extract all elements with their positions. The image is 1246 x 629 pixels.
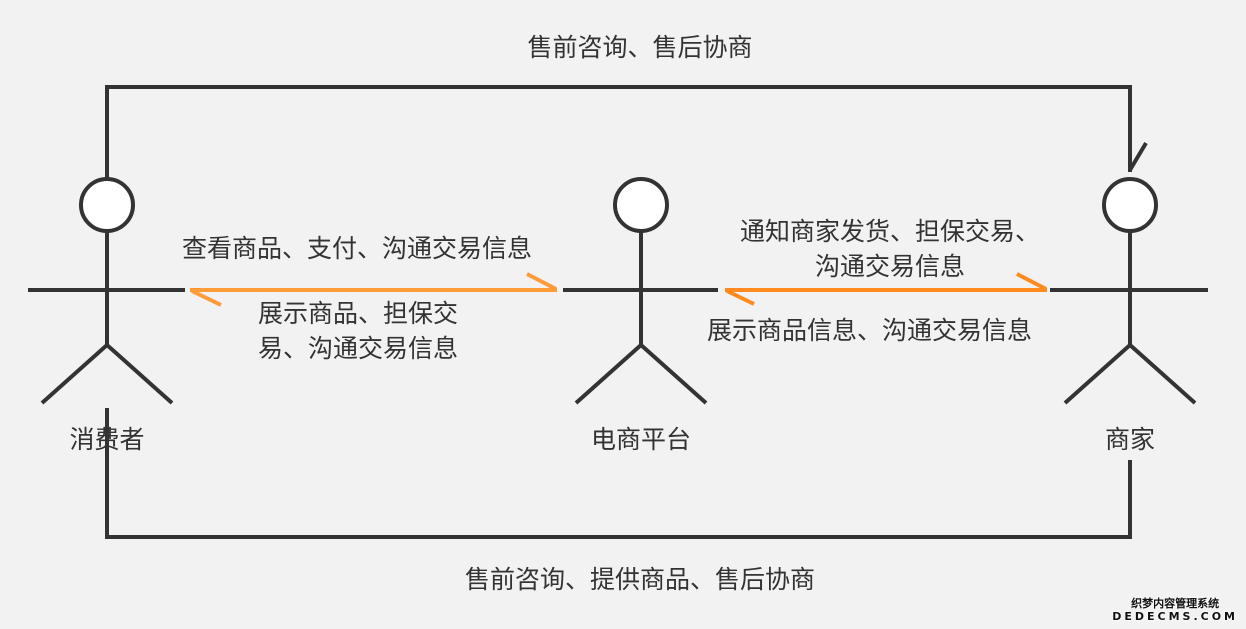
actor-head bbox=[613, 177, 669, 233]
actor-head bbox=[79, 177, 135, 233]
bottom-relation-line bbox=[105, 408, 1132, 539]
left-upper-label: 查看商品、支付、沟通交易信息 bbox=[182, 234, 533, 263]
actor-head bbox=[1102, 177, 1158, 233]
left-lower-label-line2: 易、沟通交易信息 bbox=[258, 334, 459, 363]
watermark-line2: DEDECMS.COM bbox=[1112, 610, 1238, 623]
actor-merchant-label: 商家 bbox=[1104, 425, 1155, 454]
watermark-line1: 织梦内容管理系统 bbox=[1131, 597, 1220, 610]
actor-consumer-label: 消费者 bbox=[69, 425, 145, 454]
top-relation-tick bbox=[1128, 141, 1148, 172]
top-relation-line bbox=[105, 85, 1132, 178]
top-relation-label: 售前咨询、售后协商 bbox=[527, 33, 753, 62]
right-bidirectional-arrow bbox=[725, 272, 1047, 306]
relation-lines bbox=[105, 85, 1148, 539]
actor-platform-figure bbox=[563, 177, 718, 405]
left-lower-label-line1: 展示商品、担保交 bbox=[258, 299, 459, 328]
actor-consumer-figure bbox=[28, 177, 185, 405]
right-lower-label: 展示商品信息、沟通交易信息 bbox=[707, 316, 1033, 345]
left-bidirectional-arrow bbox=[190, 272, 557, 307]
watermark: 织梦内容管理系统 DEDECMS.COM bbox=[1112, 597, 1238, 623]
actor-platform-label: 电商平台 bbox=[590, 425, 691, 454]
actor-merchant-figure bbox=[1050, 177, 1208, 405]
bottom-relation-label: 售前咨询、提供商品、售后协商 bbox=[464, 565, 815, 594]
right-upper-label-line2: 沟通交易信息 bbox=[814, 252, 965, 281]
right-upper-label-line1: 通知商家发货、担保交易、 bbox=[739, 217, 1040, 246]
